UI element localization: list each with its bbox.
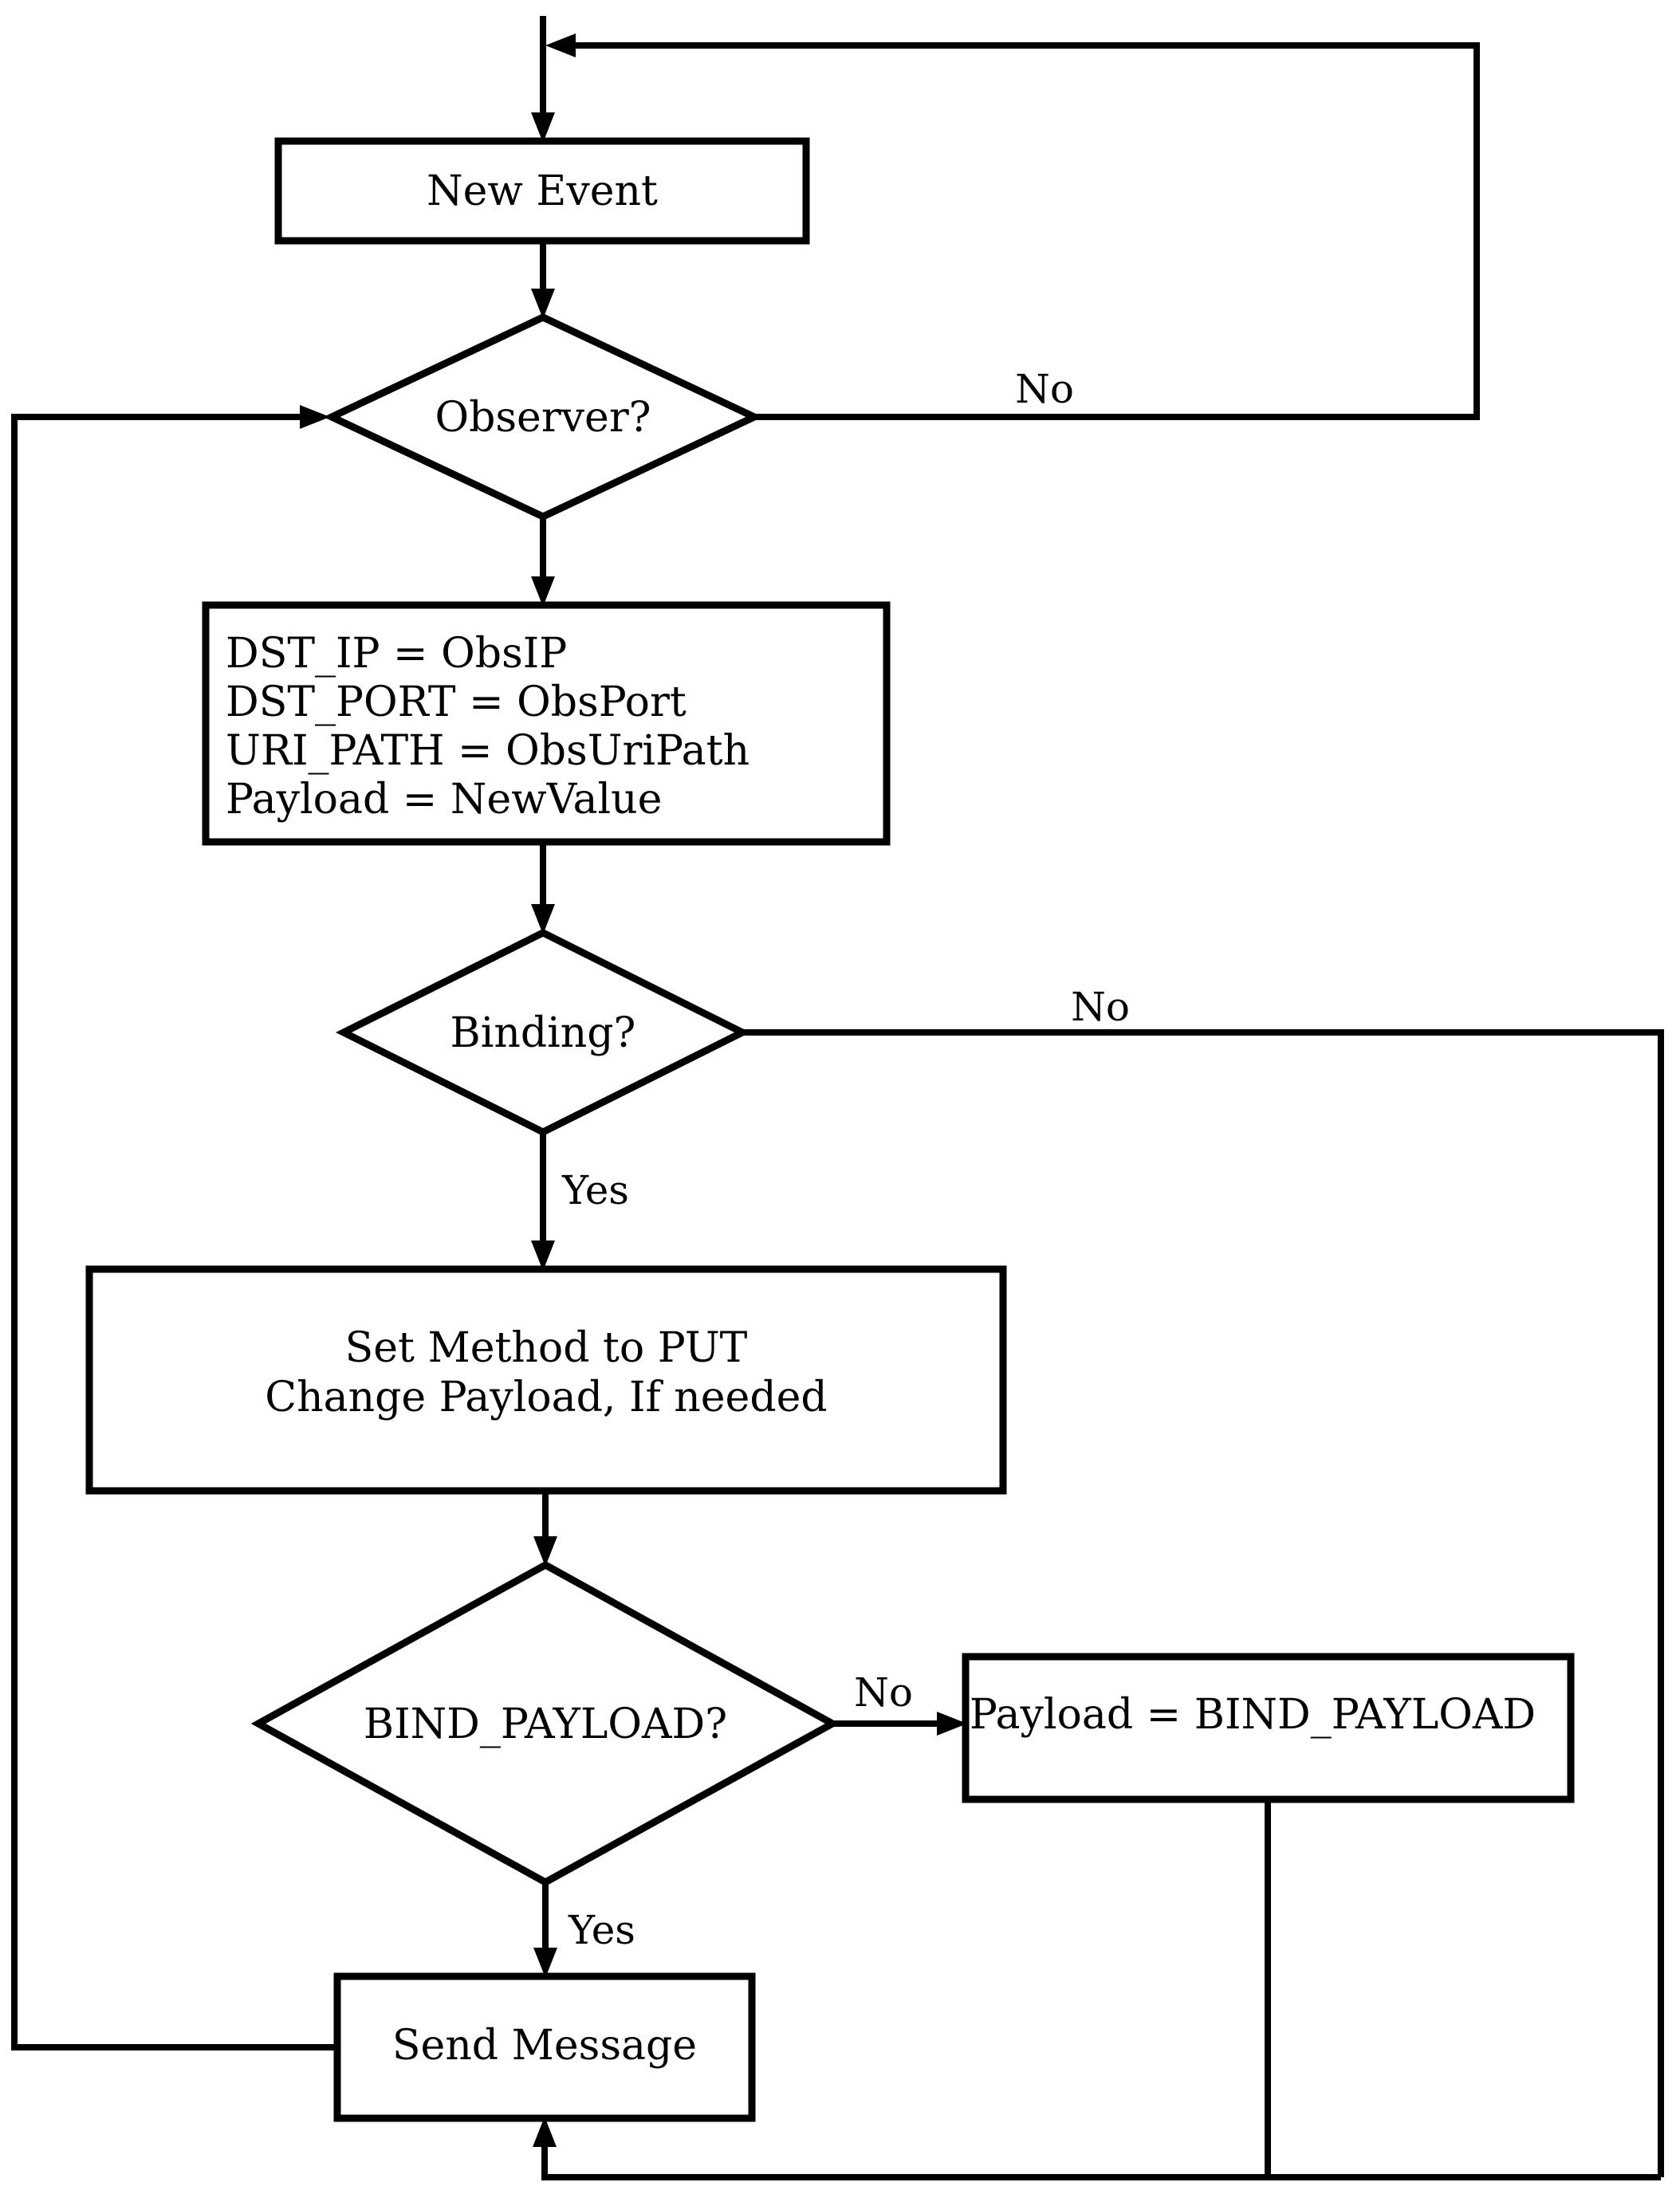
binding-yes-edge-label: Yes: [561, 1167, 629, 1213]
binding-label: Binding?: [450, 1009, 636, 1057]
set-params-line-4: Payload = NewValue: [226, 776, 662, 824]
observer-label: Observer?: [435, 394, 651, 442]
edge-bottom-merge: [541, 2147, 1661, 2180]
arrowhead-into-observer: [531, 289, 555, 319]
nodes-layer: [85, 137, 1575, 2122]
bind-payload-no-edge-label: No: [854, 1669, 913, 1716]
arrowhead-into-send-message-bottom: [533, 2117, 557, 2147]
arrowhead-into-bind-payload: [533, 1536, 557, 1567]
bind-payload-yes-edge-label: Yes: [568, 1907, 635, 1953]
set-params-line-2: DST_PORT = ObsPort: [226, 678, 687, 726]
new-event-box: [274, 137, 810, 245]
edge-send-message-to-observer-loop: [11, 414, 337, 2050]
arrowhead-into-set-params: [531, 576, 555, 607]
arrowhead-into-new-event: [531, 112, 555, 143]
arrowhead-into-payload-assign: [937, 1712, 967, 1736]
binding-no-edge-label: No: [1071, 984, 1130, 1030]
send-message-label: Send Message: [392, 2022, 697, 2070]
bind-payload-label: BIND_PAYLOAD?: [364, 1700, 727, 1748]
bind-payload-decision-diamond: [250, 1560, 840, 1887]
labels-layer: New Event Observer? DST_IP = ObsIP DST_P…: [226, 167, 1536, 2070]
set-params-box: [202, 601, 891, 846]
edge-binding-no: [742, 1029, 1664, 2177]
binding-decision-diamond: [335, 928, 751, 1137]
edge-observer-no-loop: [576, 42, 1480, 420]
edges-layer: [11, 16, 1664, 2180]
arrowhead-into-binding: [531, 904, 555, 934]
send-message-box: [333, 1972, 756, 2122]
arrowhead-into-send-message-top: [533, 1948, 557, 1978]
arrowhead-into-set-method: [531, 1240, 555, 1271]
arrowhead-observer-no-loop: [545, 33, 576, 57]
arrowhead-into-observer-left: [300, 405, 330, 429]
set-method-line-1: Set Method to PUT: [345, 1324, 748, 1372]
set-params-line-1: DST_IP = ObsIP: [226, 630, 567, 678]
new-event-label: New Event: [427, 167, 658, 215]
observer-decision-diamond: [323, 313, 763, 521]
payload-assign-label: Payload = BIND_PAYLOAD: [970, 1691, 1536, 1739]
set-method-box: [85, 1265, 1007, 1495]
set-params-line-3: URI_PATH = ObsUriPath: [226, 727, 750, 775]
set-method-line-2: Change Payload, If needed: [265, 1374, 827, 1421]
payload-assign-box: [962, 1653, 1575, 1803]
observer-no-edge-label: No: [1015, 366, 1074, 412]
